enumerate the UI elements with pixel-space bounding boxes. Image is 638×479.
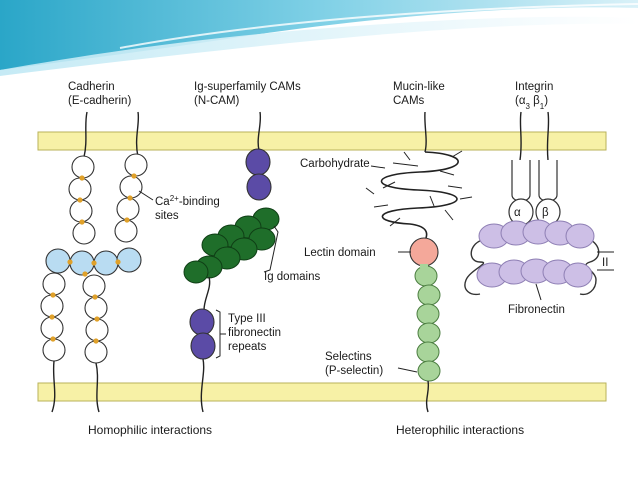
label-cams: CAMs xyxy=(393,95,425,107)
label-roman-two: II xyxy=(602,257,608,269)
label-homophilic: Homophilic interactions xyxy=(88,423,212,437)
label-integrin: Integrin xyxy=(515,81,553,93)
integrin-alpha-subscript: 3 xyxy=(525,102,530,111)
label-lectin-domain: Lectin domain xyxy=(304,247,376,259)
label-carbohydrate: Carbohydrate xyxy=(300,158,370,170)
label-fibronectin-repeats-2: repeats xyxy=(228,341,267,353)
integrin-alpha-text: (α xyxy=(515,95,526,107)
label-beta-subunit: β xyxy=(542,207,549,219)
label-selectins: Selectins xyxy=(325,351,372,363)
label-mucin-like: Mucin-like xyxy=(393,81,445,93)
fibronectin-molecule xyxy=(464,219,614,301)
binding-text: -binding xyxy=(179,196,220,208)
label-sites: sites xyxy=(155,210,179,222)
label-integrin-subunits: (α3 β1) xyxy=(515,95,548,111)
label-ig-superfamily: Ig-superfamily CAMs xyxy=(194,81,301,93)
upper-membrane xyxy=(37,131,607,151)
label-e-cadherin: (E-cadherin) xyxy=(68,95,131,107)
ca-superscript: 2+ xyxy=(170,194,179,203)
label-fibronectin-repeats-1: fibronectin xyxy=(228,327,281,339)
label-type-iii: Type III xyxy=(228,313,266,325)
lower-membrane xyxy=(37,382,607,402)
cadherin-molecules xyxy=(40,111,154,413)
ca-text: Ca xyxy=(155,196,170,208)
label-fibronectin: Fibronectin xyxy=(508,304,565,316)
label-alpha-subunit: α xyxy=(514,207,521,219)
header-wave xyxy=(0,0,638,76)
label-p-selectin: (P-selectin) xyxy=(325,365,383,377)
label-ig-domains: Ig domains xyxy=(264,271,321,283)
label-heterophilic: Heterophilic interactions xyxy=(396,423,524,437)
integrin-close-paren: ) xyxy=(544,95,548,107)
diagram-labels: Cadherin (E-cadherin) Ig-superfamily CAM… xyxy=(68,81,608,437)
label-ncam: (N-CAM) xyxy=(194,95,240,107)
integrin-beta-text: β xyxy=(530,95,540,107)
integrin-beta-subscript: 1 xyxy=(540,102,545,111)
label-ca-binding: Ca2+-binding xyxy=(155,194,220,209)
label-cadherin: Cadherin xyxy=(68,81,115,93)
calcium-dots xyxy=(49,173,137,344)
ncam-molecule xyxy=(183,111,280,413)
mucin-cam xyxy=(365,111,473,413)
integrin-molecule xyxy=(508,111,561,226)
